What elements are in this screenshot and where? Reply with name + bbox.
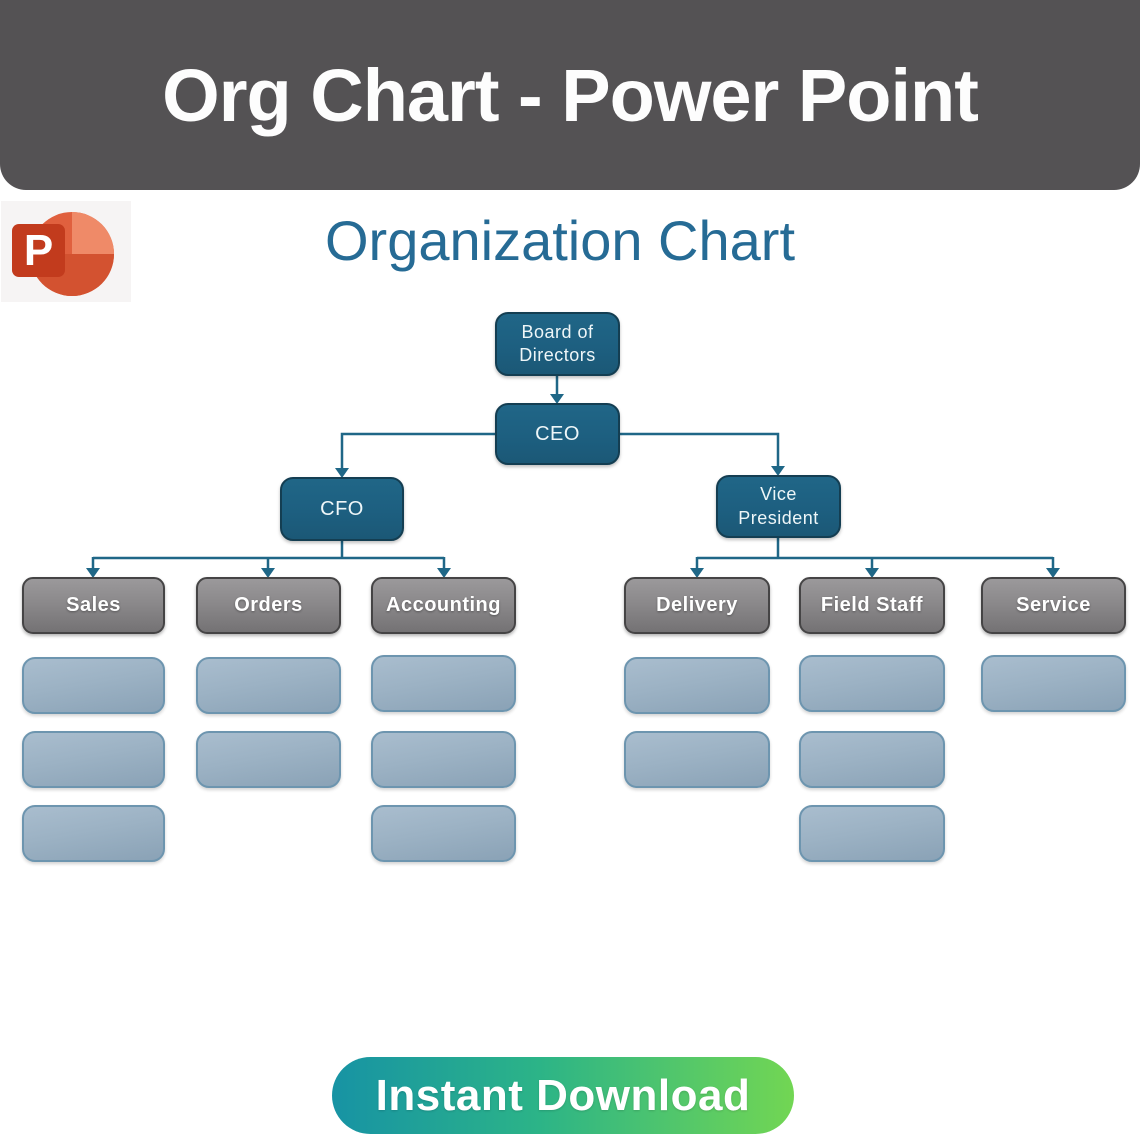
placeholder-box bbox=[22, 805, 165, 862]
placeholder-box bbox=[371, 805, 516, 862]
org-node-delivery: Delivery bbox=[624, 577, 770, 634]
powerpoint-letter: P bbox=[24, 226, 53, 275]
banner-title: Org Chart - Power Point bbox=[162, 53, 979, 137]
org-node-field-staff: Field Staff bbox=[799, 577, 945, 634]
instant-download-label: Instant Download bbox=[375, 1070, 751, 1120]
org-node-cfo: CFO bbox=[280, 477, 404, 541]
org-node-accounting: Accounting bbox=[371, 577, 516, 634]
placeholder-box bbox=[22, 657, 165, 714]
banner: Org Chart - Power Point bbox=[0, 0, 1140, 190]
slide-title: Organization Chart bbox=[324, 209, 795, 272]
placeholder-box bbox=[799, 655, 945, 712]
org-node-board-of-directors: Board of Directors bbox=[495, 312, 620, 376]
placeholder-box bbox=[371, 655, 516, 712]
placeholder-box bbox=[624, 731, 770, 788]
org-node-sales: Sales bbox=[22, 577, 165, 634]
placeholder-box bbox=[799, 731, 945, 788]
org-node-vice-president: Vice President bbox=[716, 475, 841, 538]
placeholder-box bbox=[624, 657, 770, 714]
powerpoint-logo-tile: P bbox=[1, 201, 131, 302]
org-node-orders: Orders bbox=[196, 577, 341, 634]
placeholder-box bbox=[22, 731, 165, 788]
powerpoint-icon: P bbox=[12, 211, 114, 296]
org-node-service: Service bbox=[981, 577, 1126, 634]
placeholder-box bbox=[196, 657, 341, 714]
placeholder-box bbox=[371, 731, 516, 788]
org-node-ceo: CEO bbox=[495, 403, 620, 465]
placeholder-box bbox=[799, 805, 945, 862]
placeholder-box bbox=[981, 655, 1126, 712]
placeholder-box bbox=[196, 731, 341, 788]
instant-download-button[interactable]: Instant Download bbox=[332, 1057, 794, 1134]
